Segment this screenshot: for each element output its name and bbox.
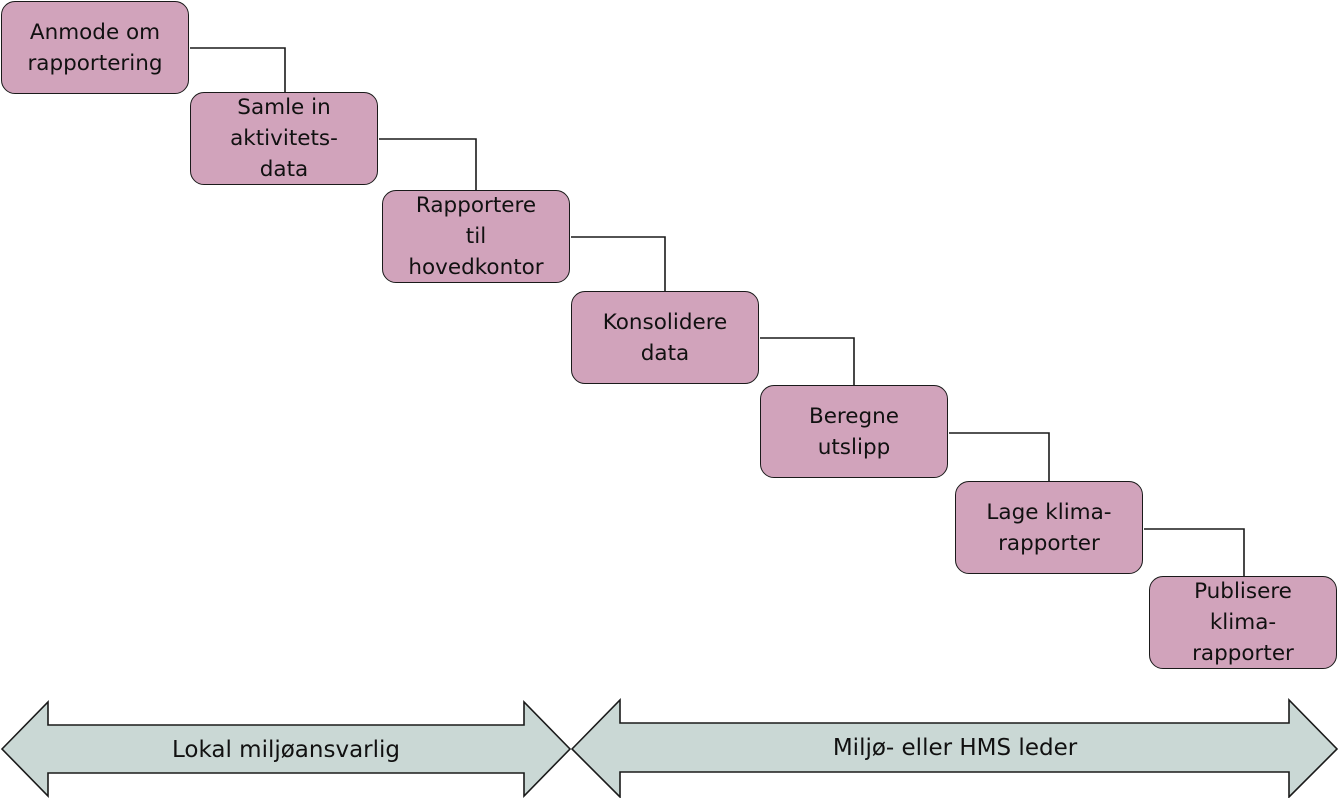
step-lage-klimarapporter: Lage klima- rapporter bbox=[955, 481, 1143, 574]
connector-6-7 bbox=[1144, 528, 1245, 576]
role-arrow-right-shape bbox=[570, 698, 1339, 798]
step-beregne-utslipp: Beregne utslipp bbox=[760, 385, 948, 478]
step-rapportere-til-hovedkontor: Rapportere til hovedkontor bbox=[382, 190, 570, 283]
role-label-right: Miljø- eller HMS leder bbox=[833, 735, 1078, 761]
connector-3-4 bbox=[571, 236, 666, 291]
step-anmode-om-rapportering: Anmode om rapportering bbox=[1, 1, 189, 94]
step-publisere-klimarapporter: Publisere klima- rapporter bbox=[1149, 576, 1337, 669]
step-samle-in-aktivitetsdata: Samle in aktivitets- data bbox=[190, 92, 378, 185]
connector-2-3 bbox=[379, 138, 477, 190]
role-label-left: Lokal miljøansvarlig bbox=[172, 737, 400, 763]
role-arrow-left-shape bbox=[0, 700, 572, 798]
role-arrow-right: Miljø- eller HMS leder bbox=[570, 698, 1339, 798]
role-arrow-left: Lokal miljøansvarlig bbox=[0, 700, 572, 798]
connector-4-5 bbox=[760, 337, 855, 385]
step-konsolidere-data: Konsolidere data bbox=[571, 291, 759, 384]
connector-5-6 bbox=[949, 432, 1050, 481]
connector-1-2 bbox=[190, 47, 286, 92]
